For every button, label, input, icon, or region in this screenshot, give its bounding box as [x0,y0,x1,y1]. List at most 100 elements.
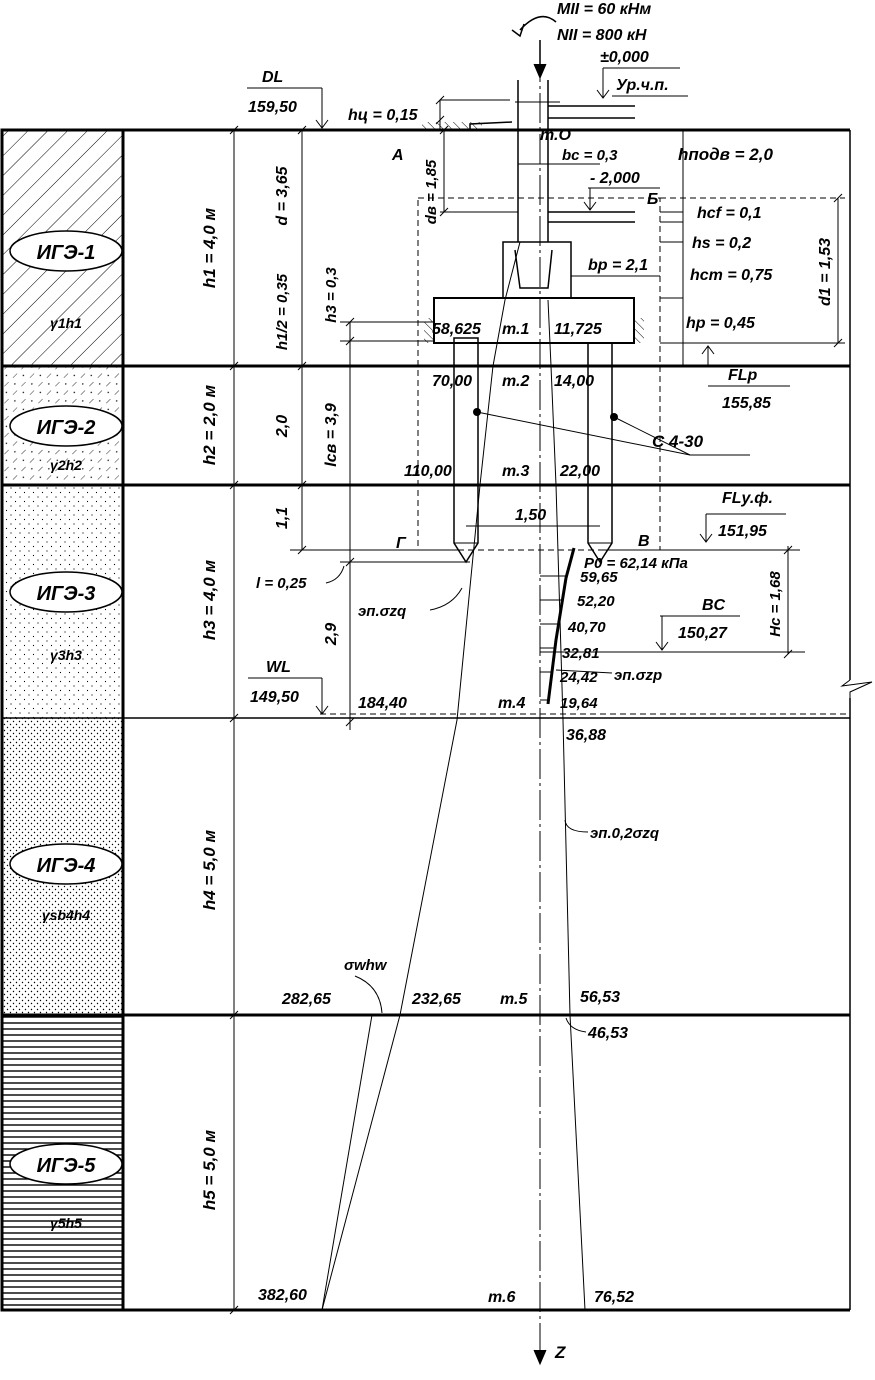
zp-value-0: 59,65 [580,569,618,586]
dimension-lines [229,125,470,1315]
point-t1: т.1 [502,321,529,338]
layer-5-formula: γ5h5 [50,1215,82,1231]
level-wl: WL 149,50 [248,659,329,715]
floor-level: Ур.ч.п. [616,77,669,94]
hpodv-dim: hподв = 2,0 [678,145,773,164]
fluf-value: 151,95 [718,523,768,540]
pile-cap [433,297,635,344]
point-t3: т.3 [502,463,529,480]
t4-left-value: 184,40 [358,695,407,712]
epure-zp [540,547,576,705]
hcm-dim: hcm = 0,75 [690,267,773,284]
d1-dim: d1 = 1,53 [817,238,834,306]
column [515,80,560,242]
h3-label: h3 = 4,0 м [200,560,219,641]
lsv-dim: lсв = 3,9 [323,403,340,467]
h3-dim: h3 = 0,3 [323,267,340,323]
t4-right-value: 36,88 [566,727,606,744]
level-dl: DL 159,50 [247,69,329,129]
conditional-foundation-outline [417,197,661,551]
minus2-level: - 2,000 [590,170,640,187]
point-g: Г [396,535,407,552]
layer-4-label: ИГЭ-4 [37,855,96,877]
layer-4-formula: γsb4h4 [42,907,90,923]
h1-2-dim: h1/2 = 0,35 [274,273,291,350]
epure-swhw-label: σwhw [344,957,388,974]
zero-level: ±0,000 [600,49,649,66]
axis-z-label: Z [554,1343,566,1362]
h1-label: h1 = 4,0 м [200,208,219,289]
one-one-dim: 1,1 [274,507,291,529]
point-a: А [391,147,404,164]
moment-label: MII = 60 кНм [557,1,651,18]
svg-text:159,50: 159,50 [248,99,297,116]
t5-right2-value: 46,53 [587,1025,628,1042]
flp-value: 155,85 [722,395,772,412]
pile-spacing-label: 1,50 [515,507,546,524]
layer-labels: ИГЭ-1 γ1h1 ИГЭ-2 γ2h2 ИГЭ-3 γ3h3 ИГЭ-4 γ… [9,230,123,1231]
zp-value-5: 19,64 [560,695,598,712]
hp-dim: hp = 0,45 [686,315,756,332]
layer-2-formula: γ2h2 [50,457,82,473]
epure-zp-label: эп.σzp [614,667,662,684]
t3-right-value: 22,00 [559,463,600,480]
layer-5-label: ИГЭ-5 [37,1155,97,1177]
h2-label: h2 = 2,0 м [200,385,219,466]
t5-left-value: 232,65 [411,991,462,1008]
epure-zq-label: эп.σzq [358,603,406,620]
normal-force-label: NII = 800 кН [557,27,647,44]
epure-zq [321,241,586,1311]
t6-right-value: 76,52 [594,1289,634,1306]
dv-dim: dв = 1,85 [423,159,440,224]
flp-label: FLp [728,367,758,384]
t5-sw-value: 282,65 [281,991,332,1008]
svg-text:WL: WL [266,659,291,676]
pile-left [453,343,479,564]
l-dim: l = 0,25 [256,575,307,592]
point-t4: т.4 [498,695,525,712]
svg-text:149,50: 149,50 [250,689,299,706]
ground-surface [422,121,513,130]
point-t6: т.6 [488,1289,515,1306]
svg-text:DL: DL [262,69,283,86]
bc-dim: bc = 0,3 [562,147,618,164]
point-v: В [638,533,650,550]
piles [453,337,750,564]
zp-value-3: 32,81 [562,645,600,662]
point-t0: т.О [540,127,571,144]
layer-2-label: ИГЭ-2 [37,417,96,439]
layer-thickness-labels: h1 = 4,0 м h2 = 2,0 м h3 = 4,0 м h4 = 5,… [200,208,219,1211]
loads [511,15,557,80]
epure-zq02-label: эп.0,2σzq [590,825,659,842]
t2-right-value: 14,00 [554,373,594,390]
layer-3-label: ИГЭ-3 [37,583,96,605]
layer-3-formula: γ3h3 [50,647,82,663]
point-t5: т.5 [500,991,528,1008]
t1-right-value: 11,725 [554,321,603,338]
pile-right [587,343,613,564]
h4-label: h4 = 5,0 м [200,830,219,911]
layer-1-formula: γ1h1 [50,315,82,331]
t3-left-value: 110,00 [404,463,452,480]
soil-column [0,128,125,1312]
layer-boundaries [2,128,873,1312]
floor-slab [548,105,635,223]
layer-1-label: ИГЭ-1 [37,242,96,264]
zp-value-2: 40,70 [567,619,606,636]
two-nine-dim: 2,9 [323,623,340,646]
point-b: Б [647,191,658,208]
pile-mark-label: С 4-30 [652,432,704,451]
bc-level-label: BC [702,597,726,614]
t6-left-value: 382,60 [258,1287,307,1304]
two-dim: 2,0 [274,415,291,438]
h5-label: h5 = 5,0 м [200,1130,219,1211]
point-t2: т.2 [502,373,529,390]
d-dim: d = 3,65 [274,165,291,225]
hc-dim: hц = 0,15 [348,107,419,124]
zp-value-4: 24,42 [559,669,598,686]
hc-sub-dim: Hc = 1,68 [767,571,784,637]
t2-left-value: 70,00 [432,373,472,390]
t1-left-value: 58,625 [432,321,482,338]
